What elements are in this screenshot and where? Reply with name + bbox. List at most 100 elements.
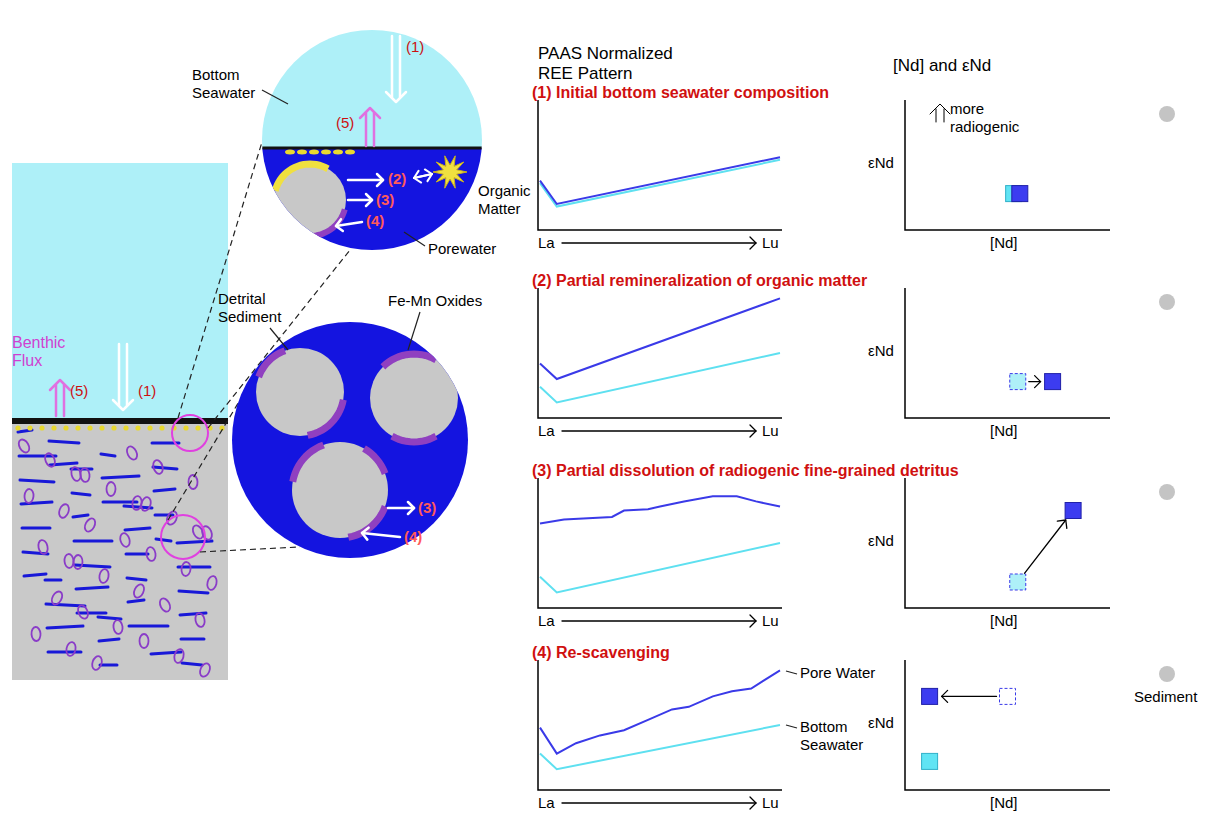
- axis-label: [Nd]: [990, 612, 1018, 630]
- arrow-head: [336, 219, 343, 231]
- porewater-lens: [72, 493, 90, 495]
- fe-mn-coating: [65, 641, 77, 656]
- porewater-lens: [73, 515, 88, 517]
- arrow-shaft: [373, 113, 376, 146]
- arrow-shaft: [1024, 520, 1065, 573]
- chart-axes: [905, 100, 1110, 230]
- organic-coating: [275, 164, 328, 191]
- axis-label: Lu: [762, 794, 779, 812]
- arrow-head: [360, 108, 380, 118]
- fe-mn-coating: [31, 627, 41, 642]
- fe-mn-coating: [17, 438, 32, 455]
- arrow-shaft: [362, 533, 400, 537]
- arrow-shaft: [348, 199, 372, 202]
- organic-particle: [63, 425, 68, 430]
- porewater-pattern: [540, 496, 780, 523]
- callout-number: (1): [406, 38, 424, 56]
- porewater-pattern: [540, 670, 780, 753]
- callout-number: (3): [376, 191, 394, 209]
- arrow-head: [414, 171, 421, 183]
- porewater-lens: [153, 467, 177, 469]
- shift-arrow: [942, 690, 997, 702]
- remineralization-arrow: [348, 174, 383, 186]
- organic-particle: [87, 425, 92, 430]
- sediment-column: [12, 142, 350, 680]
- fe-mn-coating: [106, 482, 115, 496]
- shift-arrow: [1024, 520, 1066, 573]
- arrow-head: [1057, 520, 1066, 528]
- fe-mn-coating: [308, 400, 344, 436]
- arrow-head: [930, 104, 950, 114]
- porewater-pattern: [540, 157, 780, 204]
- fe-mn-coating: [188, 475, 198, 489]
- fe-mn-coating: [206, 575, 218, 591]
- leader-line: [262, 90, 288, 104]
- arrow-shaft: [562, 802, 756, 803]
- fe-mn-coating: [364, 448, 385, 473]
- arrow-shaft: [55, 385, 58, 416]
- porewater-lens: [102, 476, 139, 478]
- fe-mn-coating: [145, 546, 156, 561]
- arrow-head: [750, 615, 756, 627]
- part-label: Bottom Seawater: [192, 66, 264, 102]
- porewater-lens: [98, 617, 121, 619]
- benthic-flux-arrow: [50, 380, 70, 416]
- organic-particle: [51, 425, 56, 430]
- arrow-head: [1035, 376, 1041, 388]
- data-point: [1010, 574, 1026, 590]
- bottom-seawater-pattern: [540, 725, 780, 769]
- arrow-head: [942, 690, 948, 702]
- fe-mn-coating: [73, 555, 82, 569]
- arrow-shaft: [348, 179, 383, 182]
- porewater-pattern: [540, 298, 780, 379]
- porewater-lens: [124, 506, 152, 508]
- chart-axes: [538, 100, 782, 230]
- fe-mn-coating: [24, 489, 34, 504]
- arrow-shaft: [562, 430, 756, 431]
- axis-label: εNd: [868, 532, 894, 550]
- radiogenic-arrow: [930, 104, 950, 122]
- arrow-shaft: [942, 696, 997, 697]
- porewater-lens: [47, 626, 83, 628]
- fe-mn-coating: [383, 354, 436, 367]
- chart-axes: [538, 660, 782, 790]
- zoom-marker: [161, 515, 205, 559]
- arrow-shaft: [63, 385, 66, 416]
- fe-mn-coating: [173, 648, 185, 664]
- flux-label: Benthic Flux: [12, 334, 70, 370]
- arrow-shaft: [388, 507, 414, 510]
- axis-arrow: [562, 425, 756, 437]
- arrow-shaft: [562, 620, 756, 621]
- zoom-circle: [232, 322, 468, 558]
- porewater-lens: [127, 578, 146, 580]
- porewater-lens: [129, 625, 168, 628]
- leader-line: [408, 312, 420, 350]
- fe-mn-coating: [125, 445, 139, 462]
- sediment-surface: [12, 418, 228, 424]
- fe-mn-coating: [198, 662, 212, 678]
- axis-arrow: [562, 237, 756, 249]
- callout-number: (5): [70, 382, 88, 400]
- leader-line: [404, 232, 425, 246]
- data-point: [922, 753, 938, 769]
- part-label: Porewater: [428, 240, 496, 258]
- organic-particle: [27, 425, 32, 430]
- arrow-shaft: [936, 109, 937, 122]
- porewater-lens: [22, 527, 50, 530]
- dissolution-arrow: [348, 194, 372, 206]
- arrow-head: [408, 502, 414, 514]
- data-point: [922, 688, 938, 704]
- arrow-head: [750, 237, 756, 249]
- callout-number: (4): [366, 212, 384, 230]
- arrow-head: [377, 174, 383, 186]
- fe-mn-coating: [152, 459, 165, 475]
- fe-mn-coating: [70, 466, 82, 482]
- organic-particle: [135, 425, 140, 430]
- fe-mn-coating: [194, 612, 206, 628]
- callout-number: (5): [336, 114, 354, 132]
- porewater-lens: [154, 489, 175, 491]
- arrow-shaft: [391, 36, 394, 97]
- axis-label: [Nd]: [990, 794, 1018, 812]
- organic-particle: [195, 425, 200, 430]
